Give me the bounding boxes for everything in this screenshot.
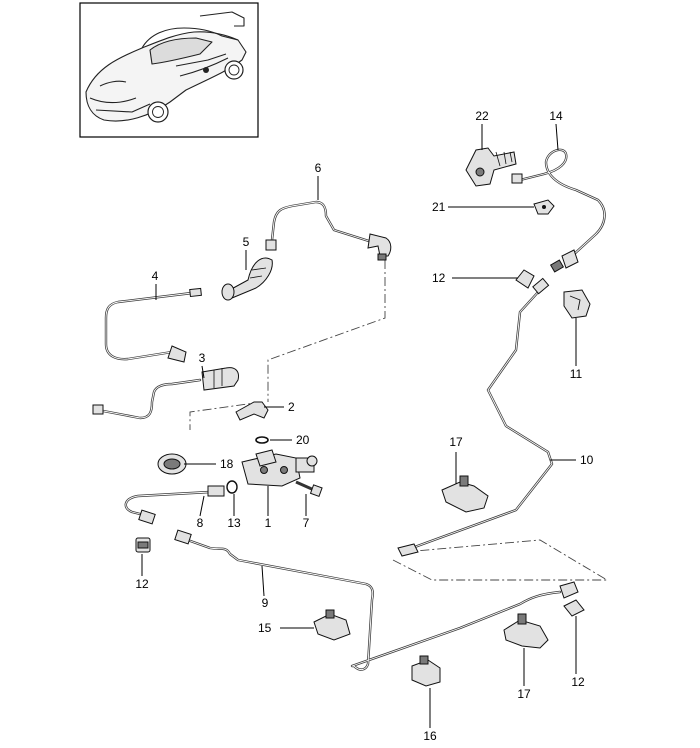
pipe-4 — [104, 287, 202, 363]
pipe-10 — [397, 277, 554, 557]
callout-22: 22 — [475, 109, 489, 123]
pipe-9 — [174, 529, 579, 671]
callout-8: 8 — [197, 516, 204, 530]
clamp-16 — [411, 655, 441, 687]
callout-14: 14 — [549, 109, 563, 123]
clamp-17-upper — [441, 475, 489, 513]
callout-13: 13 — [227, 516, 241, 530]
callout-5: 5 — [243, 235, 250, 249]
callout-7: 7 — [303, 516, 310, 530]
callout-leaders — [141, 123, 577, 728]
fitting-2 — [235, 401, 269, 421]
fitting-12-right — [563, 599, 585, 617]
clip-21 — [533, 199, 555, 215]
callout-18: 18 — [220, 457, 234, 471]
clamp-15 — [313, 609, 351, 641]
bracket-11 — [563, 289, 591, 319]
callout-6: 6 — [315, 161, 322, 175]
sensor-22 — [465, 147, 517, 187]
seal-ring-13 — [226, 480, 238, 494]
seal-18 — [157, 453, 187, 475]
callout-12-upper: 12 — [432, 271, 446, 285]
callout-12-left: 12 — [135, 577, 149, 591]
clamp-17-lower — [503, 613, 549, 649]
callout-2: 2 — [288, 400, 295, 414]
bolt-7 — [295, 480, 323, 498]
pipe-8 — [124, 485, 225, 525]
callout-21: 21 — [432, 200, 446, 214]
callout-20: 20 — [296, 433, 310, 447]
fitting-12-left — [135, 537, 151, 553]
fitting-12-upper — [515, 269, 535, 289]
callout-15: 15 — [258, 621, 272, 635]
hose-5 — [221, 257, 273, 301]
master-cylinder-1 — [241, 449, 318, 487]
callout-1: 1 — [265, 516, 272, 530]
callout-11: 11 — [570, 367, 583, 381]
seal-ring-20 — [255, 436, 269, 444]
callout-17-lower: 17 — [517, 687, 531, 701]
callout-17-upper: 17 — [449, 435, 463, 449]
vehicle-thumbnail — [79, 2, 259, 138]
callout-9: 9 — [262, 596, 269, 610]
callout-10: 10 — [580, 453, 594, 467]
callout-16: 16 — [423, 729, 437, 743]
callout-4: 4 — [152, 269, 159, 283]
hose-14 — [511, 148, 606, 273]
callout-3: 3 — [199, 351, 206, 365]
assembly-guide-lines — [189, 260, 609, 581]
pipe-3 — [92, 367, 239, 420]
callout-labels: 1 2 3 4 5 6 7 8 9 10 11 12 12 12 13 14 1… — [135, 109, 593, 743]
pipe-6 — [265, 200, 392, 261]
callout-12-right: 12 — [571, 675, 585, 689]
